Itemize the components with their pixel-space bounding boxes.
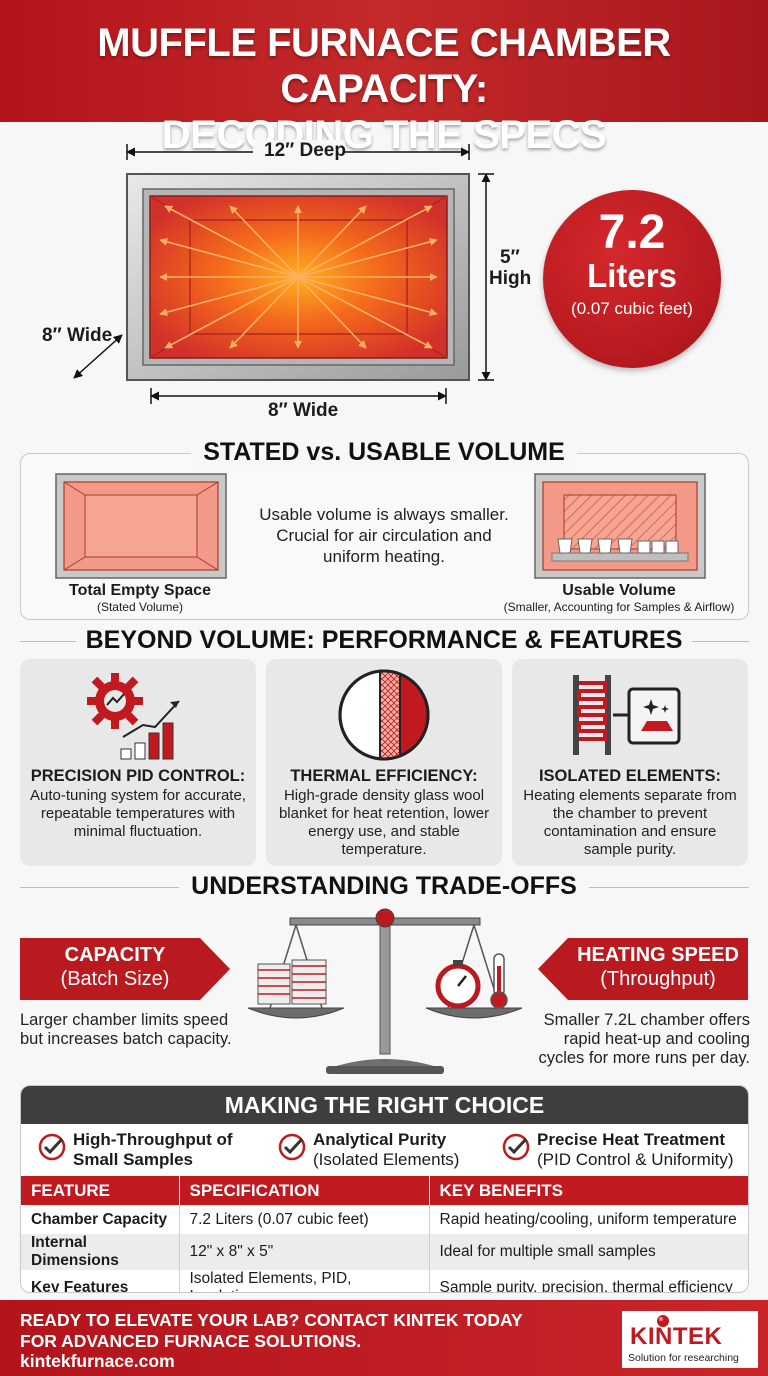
- stated-volume-sub: (Stated Volume): [96, 600, 184, 614]
- heating-speed-title: HEATING SPEED: [577, 944, 739, 966]
- table-row: Key Features Isolated Elements, PID, Ins…: [21, 1270, 748, 1292]
- choice-item-line-1: High-Throughput of: [73, 1130, 233, 1149]
- volume-sub: (0.07 cubic feet): [571, 299, 693, 318]
- table-cell: Chamber Capacity: [21, 1205, 180, 1234]
- capacity-label: CAPACITY (Batch Size): [20, 943, 210, 991]
- col-header: SPECIFICATION: [179, 1176, 430, 1205]
- page-title-line-1: MUFFLE FURNACE CHAMBER CAPACITY:: [97, 21, 671, 111]
- table-cell: Ideal for multiple small samples: [429, 1234, 748, 1270]
- choice-item-line-2: (PID Control & Uniformity): [537, 1150, 734, 1169]
- usable-volume-title: Usable Volume: [562, 582, 676, 599]
- stated-vs-usable-title-text: STATED vs. USABLE VOLUME: [191, 438, 577, 466]
- capacity-arrow: CAPACITY (Batch Size): [20, 938, 230, 1000]
- feature-title: THERMAL EFFICIENCY:: [290, 767, 478, 785]
- feature-title: PRECISION PID CONTROL:: [30, 767, 246, 785]
- heating-speed-sub: (Throughput): [600, 968, 716, 990]
- tradeoffs-title-text: UNDERSTANDING TRADE-OFFS: [179, 872, 589, 900]
- feature-desc: Auto-tuning system for accurate, repeata…: [30, 787, 246, 840]
- footer-cta: READY TO ELEVATE YOUR LAB? CONTACT KINTE…: [0, 1300, 768, 1376]
- check-circle-icon: [502, 1133, 530, 1161]
- heating-speed-label: HEATING SPEED (Throughput): [568, 943, 748, 991]
- footer-cta-line-2: FOR ADVANCED FURNACE SOLUTIONS.: [20, 1331, 362, 1351]
- choice-item-heat-treatment: Precise Heat Treatment (PID Control & Un…: [501, 1130, 746, 1170]
- logo-tagline: Solution for researching: [628, 1352, 739, 1364]
- usable-volume-explainer: Usable volume is always smaller. Crucial…: [259, 505, 509, 566]
- depth-label: 12″ Deep: [264, 140, 346, 161]
- check-circle-icon: [278, 1133, 306, 1161]
- spec-table-header: FEATURE SPECIFICATION KEY BENEFITS: [21, 1176, 748, 1205]
- choice-title: MAKING THE RIGHT CHOICE: [21, 1086, 748, 1124]
- footer-cta-line-1: READY TO ELEVATE YOUR LAB? CONTACT KINTE…: [20, 1310, 523, 1330]
- choice-item-text: Precise Heat Treatment (PID Control & Un…: [537, 1130, 733, 1170]
- usable-volume-icon: [534, 473, 706, 579]
- table-row: Internal Dimensions 12" x 8" x 5" Ideal …: [21, 1234, 748, 1270]
- capacity-title: CAPACITY: [64, 944, 166, 966]
- kintek-logo: KINTEK Solution for researching: [622, 1311, 758, 1368]
- table-cell: 12" x 8" x 5": [179, 1234, 430, 1270]
- usable-volume-caption: Usable Volume (Smaller, Accounting for S…: [488, 582, 750, 614]
- features-title-text: BEYOND VOLUME: PERFORMANCE & FEATURES: [75, 626, 693, 654]
- col-header: FEATURE: [21, 1176, 180, 1205]
- footer-website-link[interactable]: kintekfurnace.com: [20, 1351, 175, 1371]
- stated-volume-caption: Total Empty Space (Stated Volume): [40, 582, 240, 614]
- table-row: Chamber Capacity 7.2 Liters (0.07 cubic …: [21, 1205, 748, 1234]
- volume-value: 7.2: [598, 206, 666, 259]
- choice-item-line-2: Small Samples: [73, 1150, 194, 1169]
- logo-sphere-icon: [657, 1315, 669, 1327]
- feature-card-isolated: ISOLATED ELEMENTS: Heating elements sepa…: [512, 659, 748, 866]
- feature-card-thermal: THERMAL EFFICIENCY: High-grade density g…: [266, 659, 502, 866]
- check-circle-icon: [38, 1133, 66, 1161]
- usable-volume-sub: (Smaller, Accounting for Samples & Airfl…: [503, 600, 735, 614]
- arrow-right-shape: [20, 938, 230, 1000]
- arrow-left-shape: [538, 938, 748, 1000]
- feature-title: ISOLATED ELEMENTS:: [538, 767, 722, 785]
- page-header: MUFFLE FURNACE CHAMBER CAPACITY: DECODIN…: [0, 0, 768, 157]
- sample-stack-icon: [257, 959, 327, 1005]
- height-label-value: 5″: [500, 247, 520, 268]
- capacity-sub: (Batch Size): [60, 968, 170, 990]
- feature-card-pid: PRECISION PID CONTROL: Auto-tuning syste…: [20, 659, 256, 866]
- stopwatch-icon: [435, 960, 481, 1009]
- choice-item-line-2: (Isolated Elements): [313, 1150, 460, 1169]
- insulation-icon: [338, 669, 430, 761]
- width-label-left: 8″ Wide: [42, 325, 113, 346]
- spec-table: FEATURE SPECIFICATION KEY BENEFITS Chamb…: [21, 1176, 748, 1292]
- table-cell: Rapid heating/cooling, uniform temperatu…: [429, 1205, 748, 1234]
- table-cell: Sample purity, precision, thermal effici…: [429, 1270, 748, 1292]
- col-header: KEY BENEFITS: [429, 1176, 748, 1205]
- capacity-desc: Larger chamber limits speed but increase…: [20, 1011, 232, 1048]
- heat-rays: [159, 205, 438, 349]
- stated-volume-title: Total Empty Space: [69, 582, 211, 599]
- width-label-bottom: 8″ Wide: [268, 400, 339, 421]
- feature-desc: Heating elements separate from the chamb…: [523, 787, 737, 858]
- logo-name: KINTEK: [630, 1323, 723, 1350]
- heating-element-icon: [573, 675, 681, 755]
- choice-panel: MAKING THE RIGHT CHOICE High-Throughput …: [20, 1085, 749, 1293]
- choice-item-line-1: Analytical Purity: [313, 1130, 447, 1149]
- stated-vs-usable-title: STATED vs. USABLE VOLUME: [0, 438, 768, 467]
- chamber-diagram: [73, 140, 494, 404]
- thermometer-icon: [490, 953, 508, 1009]
- gear-chart-icon: [87, 673, 180, 760]
- feature-desc: High-grade density glass wool blanket fo…: [278, 787, 490, 858]
- choice-item-throughput: High-Throughput of Small Samples: [37, 1130, 267, 1170]
- volume-unit: Liters: [587, 257, 677, 294]
- volume-badge: 7.2 Liters (0.07 cubic feet): [543, 190, 721, 368]
- heating-speed-desc: Smaller 7.2L chamber offers rapid heat-u…: [538, 1011, 750, 1067]
- table-cell: 7.2 Liters (0.07 cubic feet): [179, 1205, 430, 1234]
- balance-scale-illustration: [247, 908, 523, 1074]
- footer-cta-text: READY TO ELEVATE YOUR LAB? CONTACT KINTE…: [20, 1310, 523, 1352]
- height-label-text: High: [489, 268, 532, 289]
- choice-item-purity: Analytical Purity (Isolated Elements): [277, 1130, 497, 1170]
- features-title: BEYOND VOLUME: PERFORMANCE & FEATURES: [0, 626, 768, 655]
- choice-item-text: Analytical Purity (Isolated Elements): [313, 1130, 459, 1170]
- table-cell: Key Features: [21, 1270, 180, 1292]
- tradeoffs-title: UNDERSTANDING TRADE-OFFS: [0, 872, 768, 901]
- table-cell: Isolated Elements, PID, Insulation: [179, 1270, 430, 1292]
- heating-speed-arrow: HEATING SPEED (Throughput): [538, 938, 748, 1000]
- choice-item-line-1: Precise Heat Treatment: [537, 1130, 726, 1149]
- choice-item-text: High-Throughput of Small Samples: [73, 1130, 233, 1170]
- table-cell: Internal Dimensions: [21, 1234, 180, 1270]
- stated-volume-icon: [55, 473, 227, 579]
